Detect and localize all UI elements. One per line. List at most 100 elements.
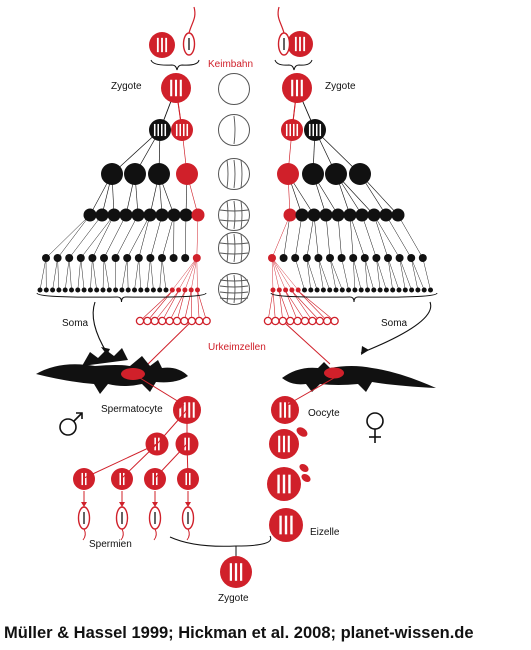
cell-body (346, 287, 352, 293)
cleavage-furrow (233, 274, 236, 304)
cell-64-left (56, 287, 62, 293)
lineage-line (341, 257, 349, 291)
primordial-germ-cell-left (172, 316, 182, 326)
cell-body (360, 254, 369, 262)
cell-16-right (307, 208, 321, 222)
germline-line-left (139, 290, 173, 322)
cell-16-right (391, 208, 405, 222)
cell-body (358, 287, 364, 293)
cell-body (279, 254, 288, 262)
cell-32-right (291, 254, 300, 262)
cell-body (132, 287, 137, 293)
spermien-label: Spermien (89, 539, 132, 550)
cell-64-left (176, 287, 182, 293)
cell-32-right (418, 254, 427, 262)
lineage-line (196, 257, 198, 291)
cell-body (37, 287, 43, 293)
cell-16-right (283, 208, 297, 222)
sperm-tail (82, 528, 86, 541)
cell-16-right (355, 208, 369, 222)
cell-64-right (295, 287, 301, 293)
germline-line-left (147, 290, 173, 322)
spermatid (73, 468, 95, 490)
cell-body (331, 208, 345, 222)
cleavage-furrow (233, 200, 236, 230)
primordial-germ-cell-left (143, 316, 152, 326)
cleavage-furrow (240, 200, 243, 230)
arrowhead (288, 398, 296, 405)
germline-to-animal-right (282, 320, 331, 365)
lineage-line (352, 257, 362, 291)
lineage-line (156, 409, 188, 445)
lineage-line (90, 257, 93, 291)
cell-body (268, 254, 276, 262)
newt-female (282, 362, 436, 392)
cell-body (171, 119, 193, 141)
germline-line-right (298, 290, 335, 322)
lineage-line (196, 214, 199, 259)
cell-body (69, 287, 74, 293)
cell-64-left (144, 287, 150, 293)
embryo-outline (218, 114, 250, 146)
cell-body (76, 254, 85, 262)
sperm-cell (277, 6, 291, 56)
cell-32-left (100, 254, 108, 262)
male-symbol-arrow (73, 412, 83, 422)
cell-body (295, 287, 301, 293)
cell-body (325, 163, 347, 185)
cell-16-right (367, 208, 381, 222)
cell-64-right (352, 287, 358, 293)
cell-body (188, 287, 194, 293)
lineage-line (373, 214, 400, 259)
embryo-outline (218, 73, 250, 105)
embryo-stage-1 (218, 73, 250, 105)
lineage-line (57, 257, 60, 291)
germline-line-left (161, 290, 179, 322)
cleavage-furrow (233, 159, 236, 189)
cell-64-right (346, 287, 352, 293)
lineage-line (154, 443, 188, 479)
lineage-line (150, 214, 163, 259)
soma-arrow-left (92, 301, 108, 354)
cell-8-right (325, 163, 347, 185)
lineage-line (294, 214, 303, 259)
lineage-line (410, 257, 419, 291)
cell-32-left (53, 254, 62, 262)
cleavage-furrow (219, 219, 249, 222)
cell-64-right (327, 287, 333, 293)
cell-64-right (283, 287, 289, 293)
cell-body (62, 287, 68, 293)
lineage-line (271, 257, 274, 291)
cell-body (81, 287, 87, 293)
cell-16-left (191, 208, 205, 222)
cell-16-left (119, 208, 133, 222)
oocyte-meiosis-2 (267, 467, 301, 501)
cell-body (291, 254, 300, 262)
cleavage-furrow (219, 285, 249, 288)
oocyte-meiosis-1 (269, 429, 299, 459)
cell-32-right (395, 254, 404, 262)
cell-body (421, 287, 427, 293)
lineage-line (126, 214, 151, 259)
cell-16-left (107, 208, 121, 222)
cell-64-left (81, 287, 87, 293)
lineage-line (146, 257, 151, 291)
cell-32-left (65, 254, 74, 262)
lineage-line (178, 257, 197, 291)
cell-body (384, 254, 392, 262)
sperm-tail (186, 528, 190, 541)
cell-64-right (339, 287, 345, 293)
cell-32-left (88, 254, 97, 262)
cell-body (119, 208, 133, 222)
soma-brace-left (36, 292, 207, 303)
lineage-line (318, 257, 324, 291)
sperm (181, 506, 195, 541)
cell-body (365, 287, 370, 293)
lineage-line (92, 214, 115, 259)
cell-16-left (143, 208, 157, 222)
cell-64-left (132, 287, 137, 293)
cell-body (146, 254, 155, 262)
lineage-line (306, 214, 315, 259)
cell-64-left (75, 287, 81, 293)
lineage-line (83, 443, 158, 479)
